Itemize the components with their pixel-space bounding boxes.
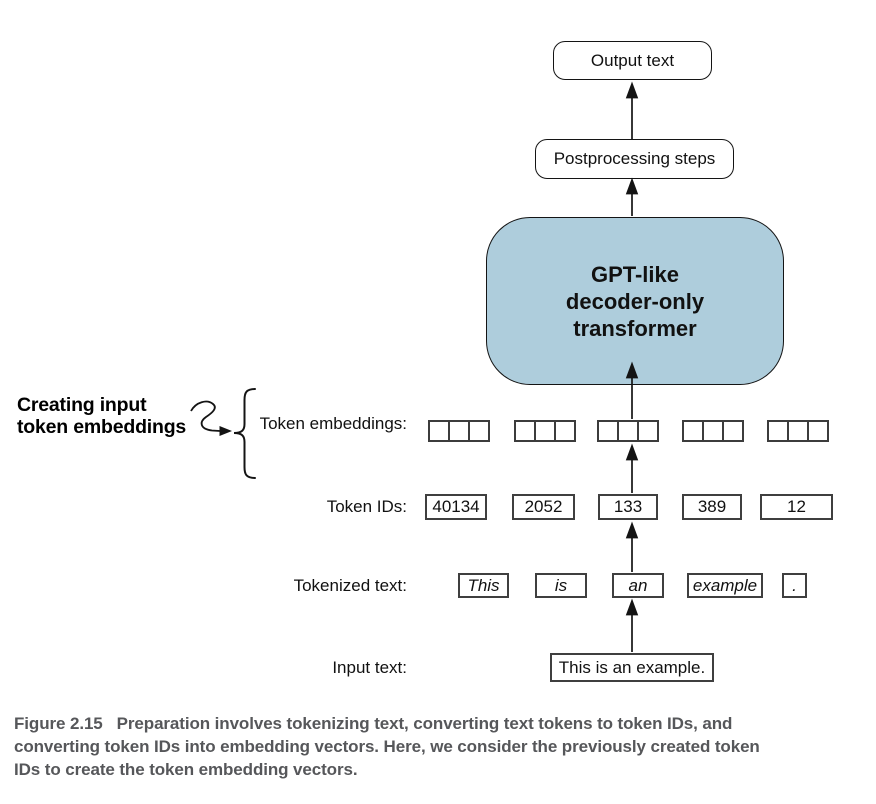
embedding-cell [514,420,536,442]
embedding-cell [702,420,724,442]
token-id-box: 133 [598,494,658,520]
token-box: is [535,573,587,598]
embedding-vector-group [682,420,744,442]
token-embeddings-row-label: Token embeddings: [259,414,407,433]
embedding-vector-group [767,420,829,442]
embedding-cell [722,420,744,442]
token-id-box: 389 [682,494,742,520]
embedding-cell [637,420,659,442]
squiggle-arrow [190,400,232,436]
annotation-line2: token embeddings [17,416,187,438]
embedding-cell [682,420,704,442]
figure-caption-line2: converting token IDs into embedding vect… [14,737,760,757]
output-text-box: Output text [553,41,712,80]
embedding-vector-group [514,420,576,442]
annotation-creating-input-embeddings: Creating input token embeddings [17,394,186,438]
flow-arrow [625,81,639,139]
embedding-cell [597,420,619,442]
tokenized-text-row-label: Tokenized text: [293,576,407,595]
transformer-label-line3: transformer [573,315,697,341]
embedding-vector-group [428,420,490,442]
flow-arrow [625,177,639,216]
figure-caption-line3: IDs to create the token embedding vector… [14,760,358,780]
token-box: an [612,573,664,598]
embedding-cell [787,420,809,442]
input-text-box: This is an example. [550,653,714,682]
transformer-box: GPT-like decoder-only transformer [486,217,784,385]
embedding-cell [554,420,576,442]
token-box: This [458,573,509,598]
flow-arrow [625,443,639,493]
token-ids-row-label: Token IDs: [326,497,407,516]
embedding-cell [534,420,556,442]
embedding-cell [448,420,470,442]
token-id-box: 2052 [512,494,575,520]
transformer-label-line1: GPT-like [590,261,680,287]
embedding-cell [428,420,450,442]
embedding-cell [807,420,829,442]
embedding-vector-group [597,420,659,442]
embedding-cell [617,420,639,442]
postprocessing-box: Postprocessing steps [535,139,734,179]
flow-arrow [625,521,639,572]
token-box: example [687,573,763,598]
figure-caption-label: Figure 2.15 [14,714,103,733]
transformer-label-line2: decoder-only [565,288,705,314]
embedding-cell [767,420,789,442]
postprocessing-label: Postprocessing steps [553,149,716,168]
token-box: . [782,573,807,598]
flow-arrow [625,598,639,652]
figure-caption-line1: Preparation involves tokenizing text, co… [116,714,733,733]
output-text-label: Output text [590,50,675,70]
figure-caption: Figure 2.15 Preparation involves tokeniz… [14,712,864,782]
brace-token-embeddings [233,388,256,479]
token-id-box: 40134 [425,494,487,520]
annotation-line1: Creating input [17,394,147,416]
embedding-cell [468,420,490,442]
token-id-box: 12 [760,494,833,520]
input-text-row-label: Input text: [332,658,407,677]
